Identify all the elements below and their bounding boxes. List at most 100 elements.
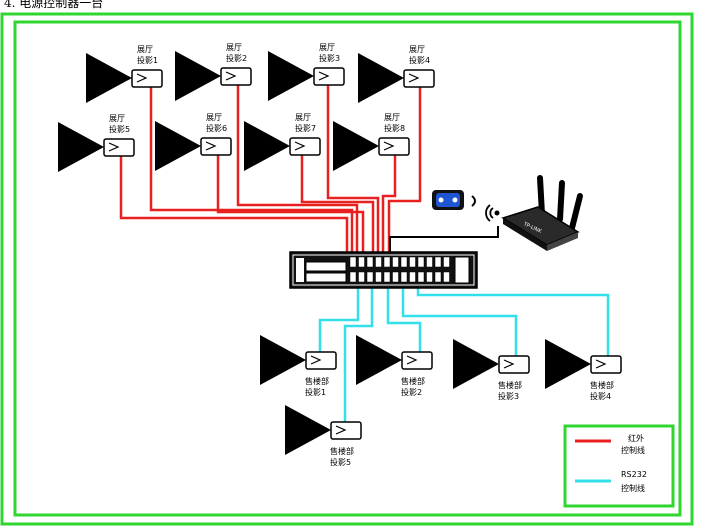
projector-lens-icon (595, 359, 607, 369)
projector-body-icon (313, 67, 345, 86)
projector-label-line2: 投影8 (384, 123, 405, 133)
legend: 红外 控制线 RS232 控制线 (563, 424, 675, 508)
rs232-wire-4 (416, 287, 610, 360)
legend-rs232-label-2: 控制线 (621, 483, 645, 493)
projector-lens-icon (136, 73, 148, 83)
projector-group: 展厅投影1展厅投影2展厅投影3展厅投影4展厅投影5展厅投影6展厅投影7展厅投影8… (58, 43, 622, 467)
projector-label-line2: 投影5 (109, 124, 130, 134)
projection-beam-icon (86, 53, 132, 103)
projection-beam-icon (58, 122, 104, 172)
projection-beam-icon (285, 405, 331, 455)
projector-lens-icon (503, 359, 515, 369)
projector-body-icon (590, 355, 622, 374)
ir-wire-5 (119, 155, 349, 258)
legend-box (563, 424, 675, 508)
projector-label-line2: 投影6 (206, 123, 227, 133)
projector-body-icon (330, 421, 362, 440)
wireless-router: TP-LINK (501, 175, 583, 251)
projector-label-line1: 售楼部 (330, 446, 354, 456)
projection-beam-icon (545, 339, 591, 389)
rs232-wire-2 (386, 287, 422, 356)
legend-rs232-label-1: RS232 (621, 470, 647, 479)
rs232-wire-group (318, 287, 610, 426)
wifi-signal-icon (485, 204, 500, 222)
projection-beam-icon (244, 121, 290, 171)
projector-label-line1: 展厅 (206, 113, 222, 122)
projection-beam-icon (155, 121, 201, 171)
projector-label-line1: 展厅 (109, 114, 125, 123)
projector-label-line1: 售楼部 (401, 376, 425, 386)
controller-port-row (349, 256, 450, 283)
projector-body-icon (403, 69, 435, 88)
projector-label-line1: 售楼部 (305, 376, 329, 386)
projector-lens-icon (310, 355, 322, 365)
projector-body-icon (200, 137, 232, 156)
projector-label-line2: 投影4 (409, 55, 430, 65)
projector-body-icon (289, 137, 321, 156)
projector-label-line2: 投影5 (330, 457, 351, 467)
inner-frame (13, 20, 682, 517)
projector-label-line2: 投影3 (319, 53, 340, 63)
projector-label-line1: 展厅 (295, 113, 311, 122)
projection-beam-icon (453, 339, 499, 389)
projector-body-icon (131, 69, 163, 88)
legend-ir-label-2: 控制线 (621, 445, 645, 455)
rs232-wire-3 (401, 287, 518, 360)
projector-lens-icon (406, 355, 418, 365)
projector-label-line2: 投影1 (305, 387, 326, 397)
power-controller (289, 251, 478, 289)
projector-lens-icon (335, 425, 347, 435)
rs232-wire-5 (343, 287, 374, 426)
projector-label-line2: 投影3 (498, 391, 519, 401)
projection-beam-icon (333, 121, 379, 171)
projector-label-line1: 售楼部 (498, 380, 522, 390)
projector-label-line2: 投影2 (226, 53, 247, 63)
projector-body-icon (401, 351, 433, 370)
ir-wire-7 (300, 154, 375, 258)
projector-label-line2: 投影1 (137, 55, 158, 65)
ir-wire-1 (149, 86, 354, 258)
rs232-wire-1 (318, 287, 360, 356)
ir-wire-6 (216, 154, 365, 258)
ir-wire-group (119, 84, 422, 258)
projector-label-line2: 投影7 (295, 123, 316, 133)
page-heading: 4. 电源控制器一台 (4, 0, 104, 10)
projector-label-line2: 投影4 (590, 391, 611, 401)
projection-beam-icon (268, 51, 314, 101)
ir-wire-3 (326, 84, 380, 258)
projector-label-line1: 展厅 (409, 45, 425, 54)
projector-label-line1: 展厅 (384, 113, 400, 122)
projector-label-line1: 售楼部 (590, 380, 614, 390)
projection-beam-icon (358, 53, 404, 103)
legend-ir-label-1: 红外 (628, 433, 644, 443)
projector-lens-icon (225, 71, 237, 81)
projector-lens-icon (108, 142, 120, 152)
projection-beam-icon (356, 335, 402, 385)
ir-wire-2 (236, 84, 359, 258)
projector-lens-icon (294, 141, 306, 151)
ir-wire-8 (381, 154, 397, 258)
projector-lens-icon (205, 141, 217, 151)
projector-lens-icon (383, 141, 395, 151)
projector-body-icon (305, 351, 337, 370)
projector-label-line2: 投影2 (401, 387, 422, 397)
network-cable (389, 226, 499, 252)
ir-wire-4 (387, 86, 422, 258)
projector-lens-icon (408, 73, 420, 83)
projector-label-line1: 展厅 (137, 45, 153, 54)
projector-body-icon (103, 138, 135, 157)
